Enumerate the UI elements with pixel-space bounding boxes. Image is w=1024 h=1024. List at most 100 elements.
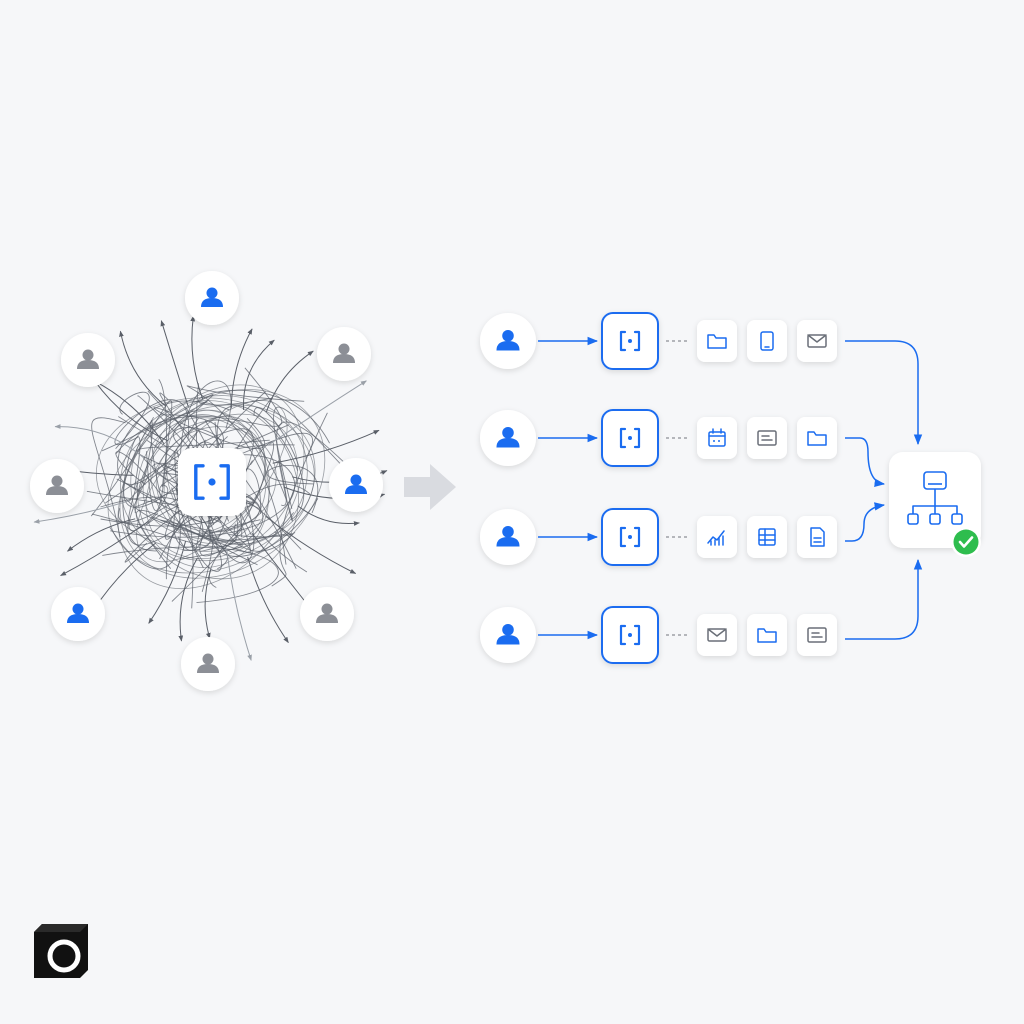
mail-icon <box>707 628 727 642</box>
workflow-rows <box>480 312 837 664</box>
user-icon <box>316 603 338 623</box>
tool-card <box>747 417 787 459</box>
mail-icon <box>807 334 827 348</box>
tangle-loop <box>136 400 288 563</box>
radial-arrow <box>148 540 187 624</box>
radial-arrow <box>247 556 289 644</box>
radial-arrow <box>265 515 357 574</box>
merge-connector <box>845 340 923 446</box>
merge-connector <box>845 502 886 542</box>
user-icon <box>46 475 68 495</box>
radial-arrow <box>92 542 156 612</box>
tool-card <box>797 417 837 459</box>
row-agent-node <box>601 312 659 370</box>
chaotic-user-node <box>329 458 383 512</box>
row-user-node <box>480 607 536 663</box>
user-icon <box>333 343 355 363</box>
folder-icon <box>707 334 727 349</box>
chaotic-network <box>30 271 388 691</box>
tangle-loop <box>119 389 326 579</box>
tangle-line <box>115 391 150 450</box>
row-agent-node <box>601 606 659 664</box>
merge-connectors <box>845 340 923 640</box>
tangle-loop <box>95 397 315 552</box>
workflow-row <box>480 606 837 664</box>
row-agent-node <box>601 508 659 566</box>
tangle-line <box>271 412 328 587</box>
chaotic-user-node <box>317 327 371 381</box>
merge-connector <box>845 558 923 640</box>
row-user-node <box>480 410 536 466</box>
tool-card <box>697 516 737 558</box>
chart-icon <box>707 530 725 546</box>
chaotic-users <box>30 271 383 691</box>
tool-card <box>797 320 837 362</box>
agent-bracket-icon <box>619 427 641 449</box>
radial-arrow <box>251 532 309 606</box>
central-system-node <box>889 452 981 557</box>
agent-bracket-icon <box>619 624 641 646</box>
user-icon <box>77 349 99 369</box>
tool-card <box>747 320 787 362</box>
document-lines-icon <box>757 430 777 446</box>
tangle-line <box>100 496 204 551</box>
transition-arrow <box>404 464 456 510</box>
chaotic-user-node <box>30 459 84 513</box>
user-icon <box>496 426 520 448</box>
camera-box-logo-icon <box>34 924 88 978</box>
user-icon <box>345 474 367 494</box>
radial-arrow <box>297 505 360 526</box>
workflow-row <box>480 312 837 370</box>
workflow-row <box>480 508 837 566</box>
tangle-line <box>197 389 330 444</box>
tangle-loop <box>130 400 299 580</box>
agent-bracket-icon <box>619 330 641 352</box>
chaotic-user-node <box>181 637 235 691</box>
organized-workflow <box>480 312 981 664</box>
tablet-icon <box>760 331 774 351</box>
central-agent-hub <box>178 448 246 516</box>
chaotic-user-node <box>61 333 115 387</box>
user-icon <box>67 603 89 623</box>
agent-bracket-icon <box>619 526 641 548</box>
document-lines-icon <box>807 627 827 643</box>
tangle-line <box>153 407 266 450</box>
table-icon <box>758 528 776 546</box>
tool-card <box>747 516 787 558</box>
workflow-row <box>480 409 837 467</box>
tool-card <box>747 614 787 656</box>
radial-arrow <box>67 518 136 552</box>
row-user-node <box>480 509 536 565</box>
radial-arrow <box>204 569 212 639</box>
hierarchy-icon <box>907 471 963 525</box>
user-icon <box>197 653 219 673</box>
tangle-loop <box>150 409 267 544</box>
chaotic-user-node <box>51 587 105 641</box>
user-icon <box>496 329 520 351</box>
file-icon <box>810 527 825 547</box>
tangle-line <box>179 380 232 458</box>
tangle-line <box>91 417 126 538</box>
tangle-loop <box>155 426 277 533</box>
user-icon <box>496 623 520 645</box>
tangle-line <box>102 546 279 604</box>
tangle-loop <box>117 384 305 590</box>
radial-arrow <box>243 339 275 411</box>
tool-card <box>697 320 737 362</box>
calendar-icon <box>708 428 726 447</box>
radial-arrow <box>178 557 198 642</box>
folder-icon <box>757 628 777 643</box>
radial-arrow <box>160 320 189 408</box>
radial-arrow <box>226 548 252 661</box>
chaotic-user-node <box>300 587 354 641</box>
user-icon <box>496 525 520 547</box>
row-user-node <box>480 313 536 369</box>
tool-card <box>797 614 837 656</box>
tangle-loop <box>142 419 267 535</box>
tool-card <box>697 614 737 656</box>
radial-arrow <box>272 429 380 464</box>
radial-arrow <box>60 521 149 577</box>
radial-arrow <box>190 315 204 400</box>
folder-icon <box>807 431 827 446</box>
